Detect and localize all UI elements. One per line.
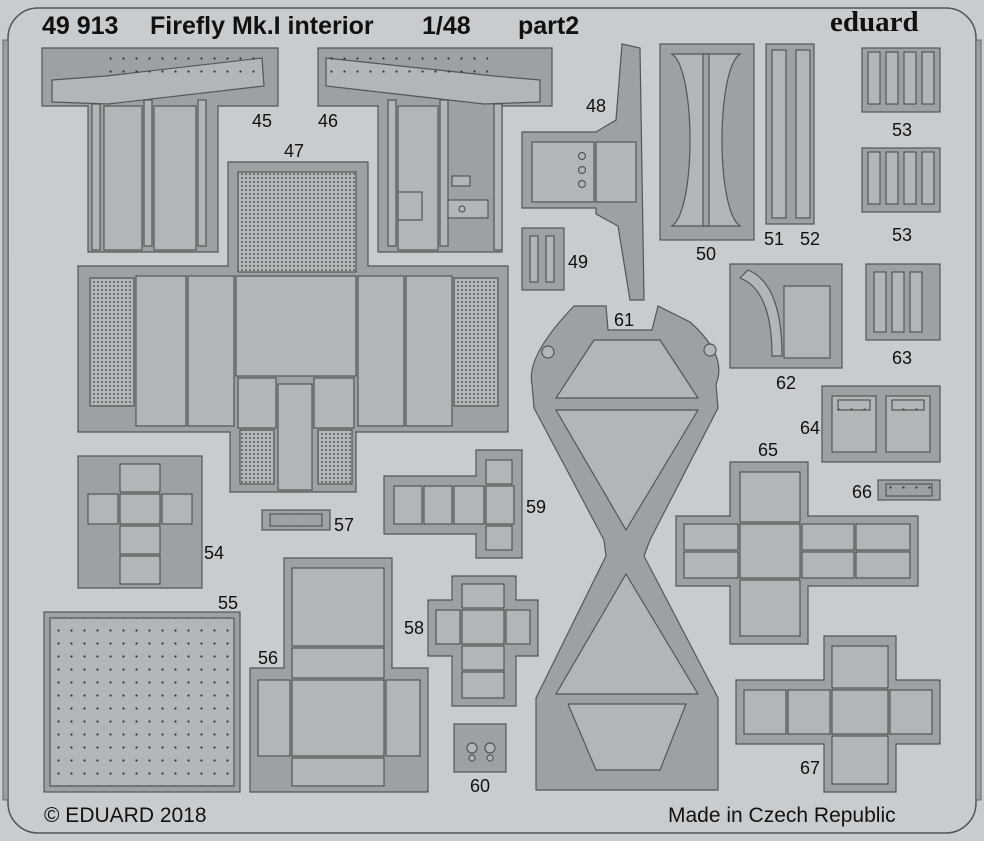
part-label-65: 65 [758, 440, 779, 460]
part-58 [427, 575, 539, 707]
part-label-61: 61 [614, 310, 635, 330]
part-56 [249, 557, 429, 793]
set-number: 49 913 [42, 12, 119, 40]
part-label-51: 51 [764, 229, 785, 249]
part-label-64: 64 [800, 418, 821, 438]
part-48 [521, 43, 645, 301]
part-label-50: 50 [696, 244, 717, 264]
part-label-53-bottom: 53 [892, 225, 913, 245]
part-66 [877, 479, 941, 501]
part-label-66: 66 [852, 482, 873, 502]
set-title: Firefly Mk.I interior [150, 12, 374, 40]
part-63 [865, 263, 941, 341]
part-65 [675, 461, 919, 645]
part-45 [41, 47, 279, 253]
part-60 [453, 723, 507, 773]
part-label-49: 49 [568, 252, 589, 272]
part-label-62: 62 [776, 373, 797, 393]
part-label-46: 46 [318, 111, 339, 131]
part-label-45: 45 [252, 111, 273, 131]
part-46 [317, 47, 553, 253]
part-label-53-top: 53 [892, 120, 913, 140]
part-label-57: 57 [334, 515, 355, 535]
part-label-55: 55 [218, 593, 239, 613]
part-label-56: 56 [258, 648, 279, 668]
part-61 [530, 305, 720, 791]
part-54 [77, 455, 203, 589]
part-label-58: 58 [404, 618, 425, 638]
part-53-top [861, 47, 941, 113]
part-53-bottom [861, 147, 941, 213]
brand-logo: eduard [830, 6, 919, 38]
part-55 [43, 611, 241, 793]
part-50 [659, 43, 755, 241]
part-label-47: 47 [284, 141, 305, 161]
copyright-notice: © EDUARD 2018 [44, 804, 207, 827]
part-label-52: 52 [800, 229, 821, 249]
part-67 [735, 635, 941, 793]
set-scale: 1/48 [422, 12, 471, 40]
set-part: part2 [518, 12, 580, 40]
part-label-60: 60 [470, 776, 491, 796]
part-label-67: 67 [800, 758, 821, 778]
part-59 [383, 449, 523, 559]
part-label-48: 48 [586, 96, 607, 116]
part-47 [77, 161, 509, 493]
part-49 [521, 227, 565, 291]
part-64 [821, 385, 941, 463]
part-label-59: 59 [526, 497, 547, 517]
part-62 [729, 263, 843, 369]
origin-notice: Made in Czech Republic [668, 804, 896, 827]
part-label-54: 54 [204, 543, 225, 563]
part-57 [261, 509, 331, 531]
part-label-63: 63 [892, 348, 913, 368]
part-51-52 [765, 43, 815, 225]
